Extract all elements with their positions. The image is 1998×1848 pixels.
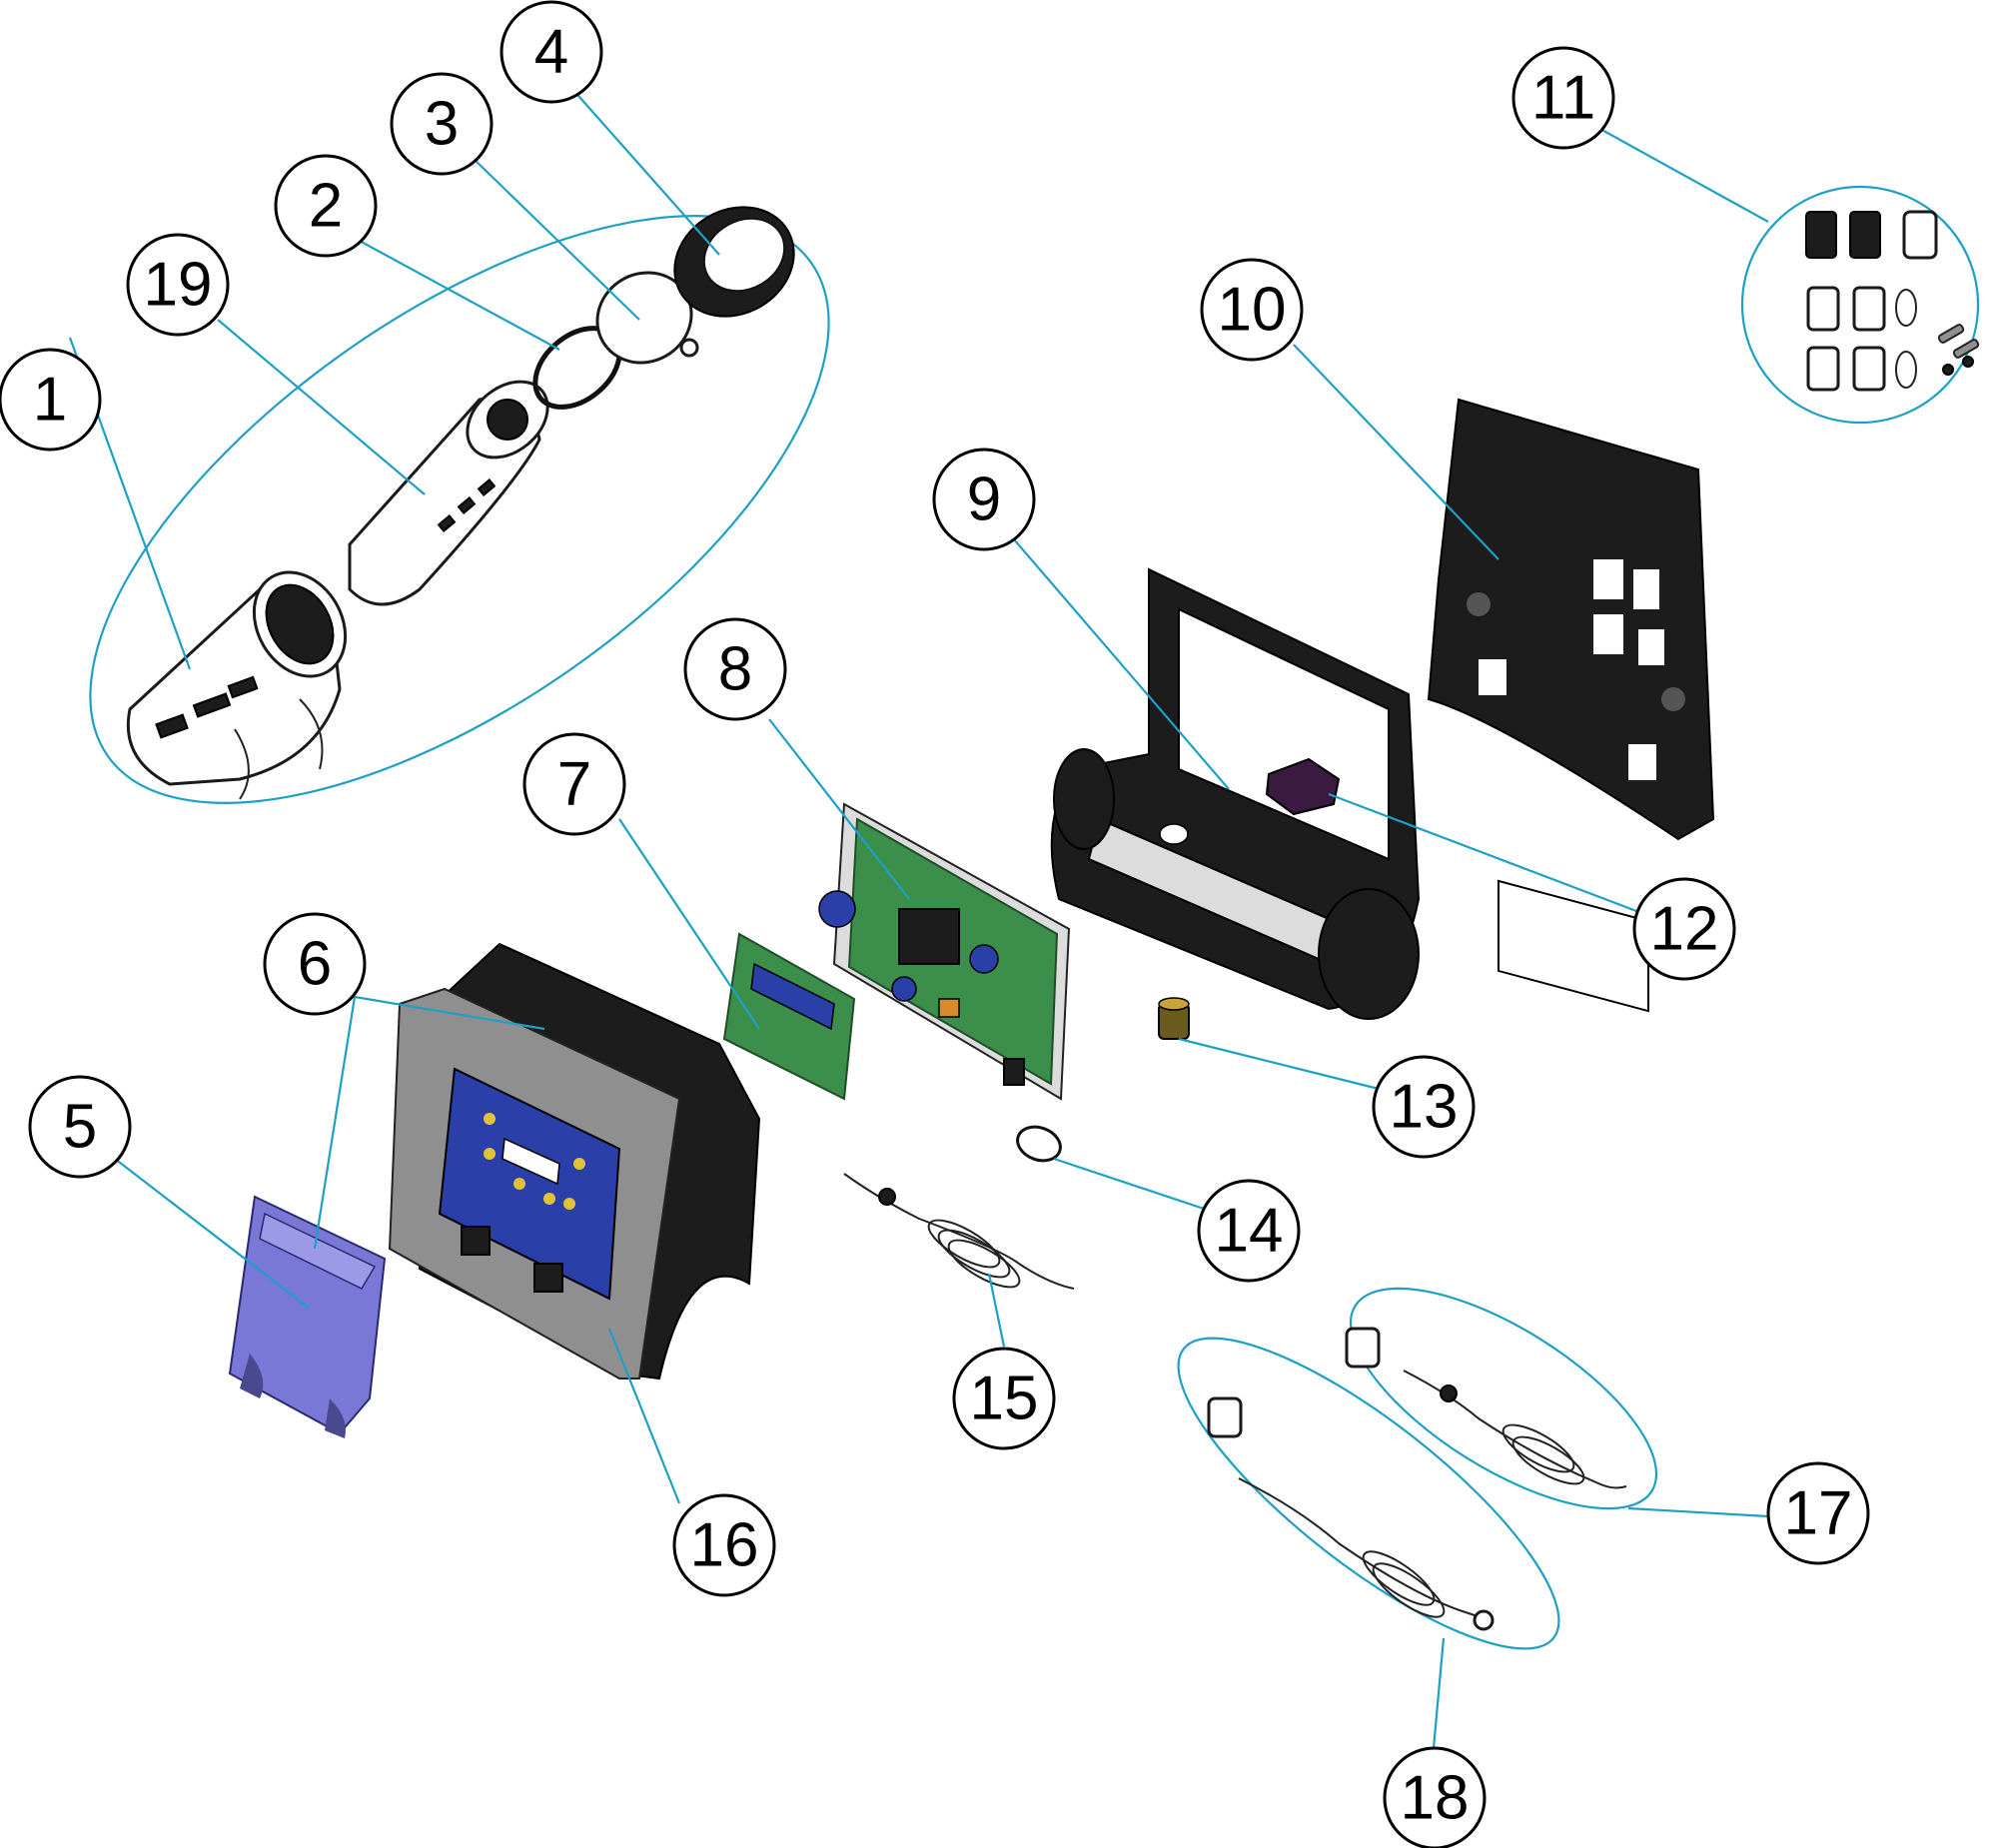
callout-15: 15 bbox=[952, 1347, 1056, 1450]
callout-11: 11 bbox=[1511, 46, 1615, 150]
callout-2: 2 bbox=[274, 154, 378, 258]
sensor-cable-kit-plug-part bbox=[1207, 1396, 1495, 1631]
kit-18-ellipse bbox=[1177, 1337, 1560, 1650]
callout-13: 13 bbox=[1372, 1055, 1476, 1159]
callout-4: 4 bbox=[500, 0, 603, 104]
callout-15-label: 15 bbox=[970, 1365, 1039, 1433]
leader-10 bbox=[1293, 344, 1499, 560]
callout-6: 6 bbox=[263, 912, 367, 1016]
callout-11-label: 11 bbox=[1531, 64, 1595, 133]
threaded-ring-part bbox=[673, 206, 795, 318]
callout-8-label: 8 bbox=[718, 635, 752, 704]
leader-6a bbox=[354, 995, 545, 1031]
callout-12: 12 bbox=[1632, 877, 1736, 981]
leader-16 bbox=[607, 1328, 681, 1504]
callout-8: 8 bbox=[683, 617, 787, 721]
callout-5-label: 5 bbox=[63, 1093, 97, 1162]
leader-17 bbox=[1627, 1506, 1769, 1518]
electrode-part bbox=[348, 380, 549, 606]
relay-module-part bbox=[1265, 757, 1341, 816]
callout-6-label: 6 bbox=[298, 930, 332, 999]
callout-14: 14 bbox=[1197, 1179, 1301, 1283]
callout-7: 7 bbox=[522, 732, 626, 836]
leader-14 bbox=[1053, 1157, 1205, 1211]
fittings-kit-part bbox=[1805, 210, 1980, 392]
callout-16-label: 16 bbox=[690, 1511, 759, 1580]
callout-2-label: 2 bbox=[309, 172, 343, 241]
callout-1: 1 bbox=[0, 348, 102, 452]
callout-12-label: 12 bbox=[1650, 895, 1719, 964]
cell-body-part bbox=[126, 570, 348, 800]
callout-9: 9 bbox=[932, 448, 1036, 551]
leader-11 bbox=[1597, 127, 1769, 223]
callout-18: 18 bbox=[1383, 1746, 1487, 1848]
callout-10: 10 bbox=[1200, 258, 1304, 362]
leader-6b bbox=[313, 996, 357, 1250]
leader-3 bbox=[471, 156, 640, 321]
leader-7 bbox=[618, 818, 760, 1030]
leader-15 bbox=[987, 1273, 1006, 1348]
sensor-cable-kit-part bbox=[1345, 1327, 1627, 1489]
clip-ring-part bbox=[1016, 1125, 1062, 1163]
display-board-part bbox=[722, 932, 856, 1101]
callout-5: 5 bbox=[28, 1075, 132, 1179]
kit-17-ellipse bbox=[1349, 1287, 1658, 1510]
callout-19-label: 19 bbox=[144, 251, 213, 320]
callout-9-label: 9 bbox=[967, 465, 1001, 534]
leader-5 bbox=[114, 1158, 311, 1310]
callout-4-label: 4 bbox=[534, 18, 568, 87]
leader-2 bbox=[357, 239, 560, 351]
cell-group-ellipse bbox=[89, 215, 830, 804]
leader-13 bbox=[1178, 1037, 1380, 1091]
cable-gland-part bbox=[1158, 997, 1190, 1040]
kit-11-circle bbox=[1740, 185, 1980, 425]
leader-18 bbox=[1432, 1637, 1446, 1749]
leader-8 bbox=[768, 718, 910, 900]
callout-7-label: 7 bbox=[557, 750, 591, 819]
base-frame-part bbox=[1050, 567, 1421, 1020]
leader-9 bbox=[1013, 538, 1230, 790]
callout-16: 16 bbox=[672, 1493, 776, 1597]
leader-4 bbox=[570, 87, 720, 256]
callout-17: 17 bbox=[1766, 1461, 1870, 1565]
wall-bracket-part bbox=[1427, 398, 1715, 1013]
callout-17-label: 17 bbox=[1784, 1479, 1853, 1548]
cable-part bbox=[843, 1173, 1075, 1290]
front-cover-lid-part bbox=[228, 1195, 387, 1438]
callout-14-label: 14 bbox=[1215, 1197, 1284, 1266]
callout-3-label: 3 bbox=[425, 90, 459, 159]
callout-13-label: 13 bbox=[1390, 1073, 1459, 1142]
callout-1-label: 1 bbox=[33, 366, 67, 435]
housing-part bbox=[388, 942, 761, 1381]
callout-10-label: 10 bbox=[1218, 276, 1287, 345]
callout-18-label: 18 bbox=[1401, 1764, 1470, 1833]
leader-19 bbox=[217, 319, 426, 495]
power-board-part bbox=[818, 802, 1071, 1101]
callout-19: 19 bbox=[126, 233, 230, 337]
callout-3: 3 bbox=[390, 72, 494, 176]
leader-12 bbox=[1328, 792, 1637, 913]
